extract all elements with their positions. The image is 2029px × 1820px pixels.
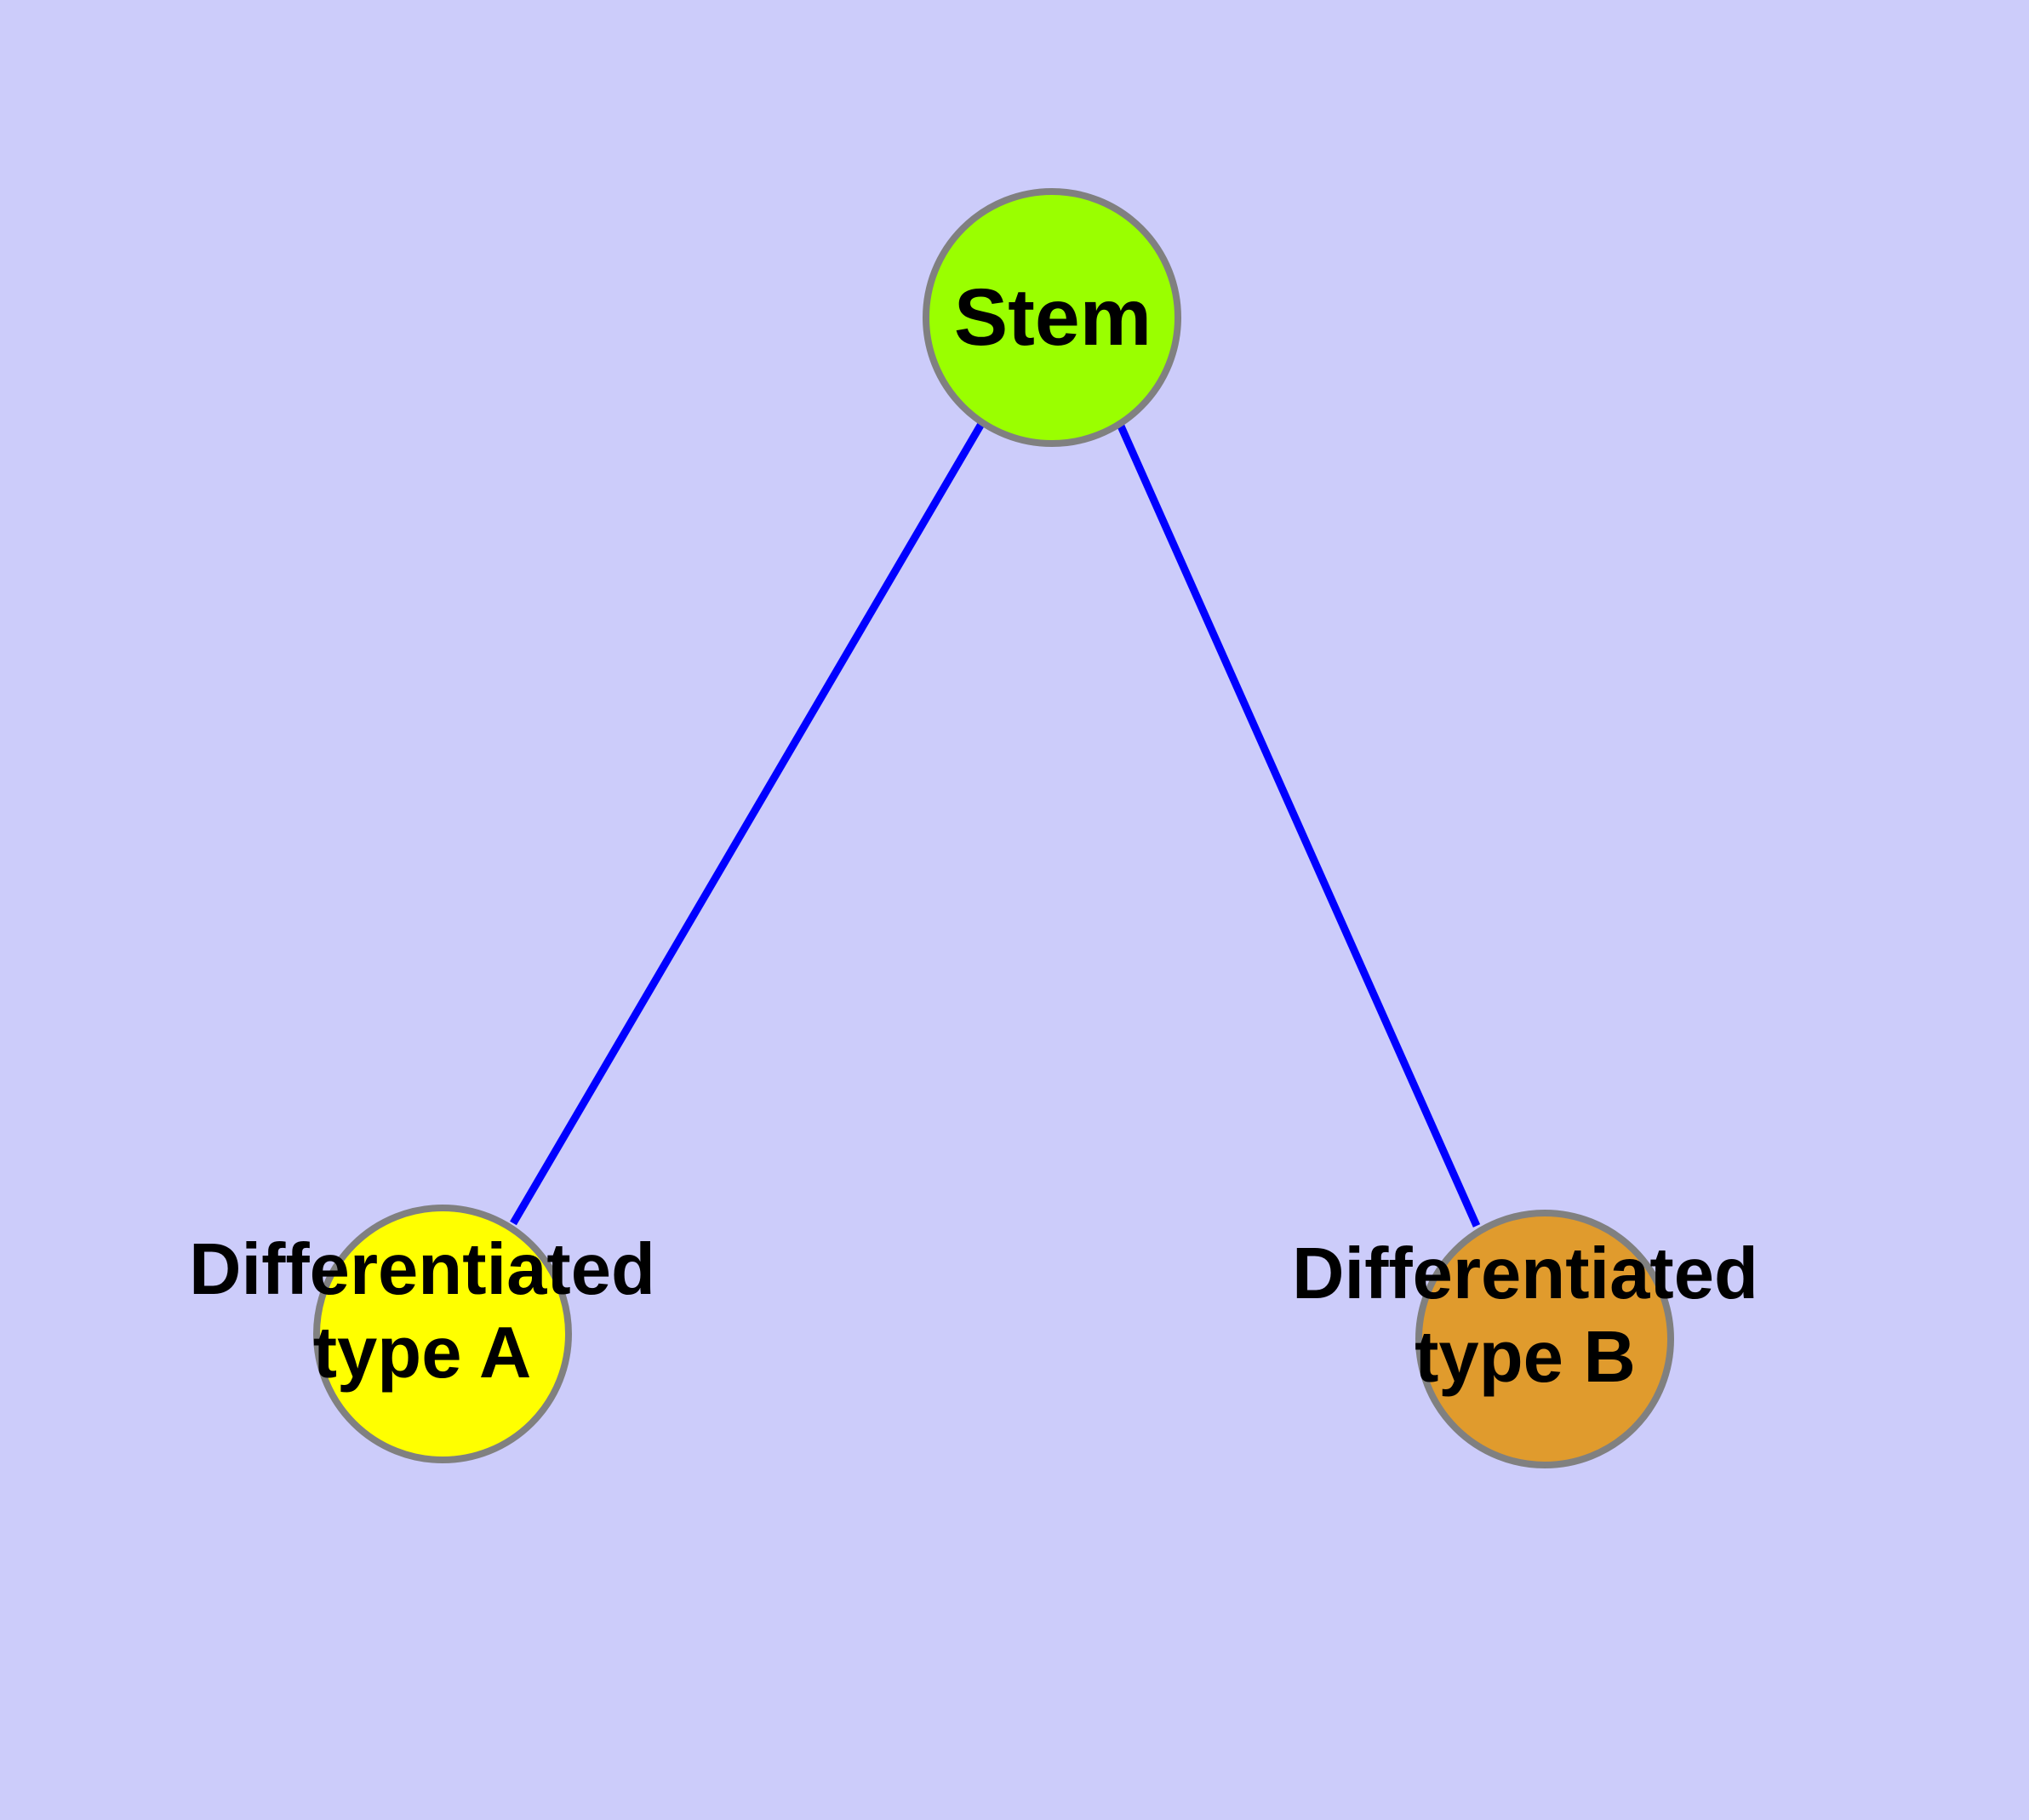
node-label-line: type A <box>313 1312 532 1393</box>
node-differentiated-type-b[interactable] <box>1415 1210 1674 1468</box>
node-differentiated-type-b-circle[interactable] <box>1415 1210 1674 1468</box>
node-stem-label: Stem <box>954 272 1152 363</box>
node-label-line: Stem <box>954 272 1152 363</box>
nodes-group <box>313 188 1674 1468</box>
edge-stem-to-differentiated-type-b <box>1115 421 1481 1228</box>
edges-group <box>510 421 1481 1228</box>
edge-stem-to-differentiated-type-a <box>510 421 985 1226</box>
node-label-line: Differentiated <box>189 1229 655 1310</box>
node-differentiated-type-a[interactable] <box>313 1205 572 1463</box>
node-label-line: Differentiated <box>1292 1233 1758 1314</box>
node-stem[interactable] <box>923 188 1181 447</box>
node-label-line: type B <box>1415 1316 1636 1397</box>
node-differentiated-type-a-circle[interactable] <box>313 1205 572 1463</box>
node-stem-circle[interactable] <box>923 188 1181 447</box>
